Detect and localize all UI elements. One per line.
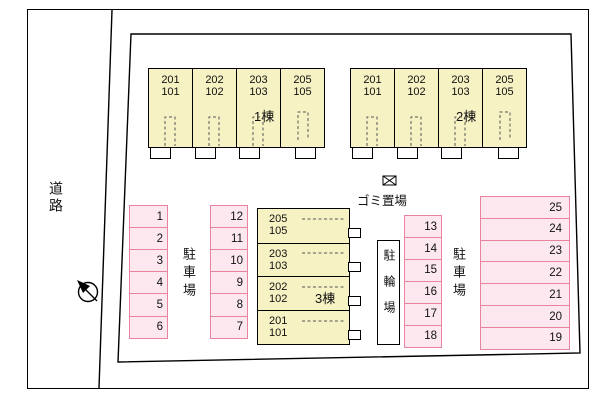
building-3-unit-1: 205 105 xyxy=(258,209,349,243)
unit-number-lower: 101 xyxy=(363,86,382,98)
bicycle-parking-label: 駐輪場 xyxy=(382,249,396,327)
unit-number-upper: 201 xyxy=(363,74,382,86)
building-1-entrance-step xyxy=(295,147,316,159)
building-1-unit-2: 202 102 xyxy=(192,69,236,147)
parking-column-3: 13 14 15 16 17 18 xyxy=(404,215,442,348)
unit-number-lower: 105 xyxy=(293,86,312,98)
building-3-unit-4: 201 101 xyxy=(258,309,349,344)
building-1: 201 101 202 102 203 103 205 105 xyxy=(148,68,325,148)
building-1-unit-4: 205 105 xyxy=(280,69,324,147)
building-3-unit-3: 202 102 xyxy=(258,276,349,310)
unit-number-lower: 102 xyxy=(407,86,426,98)
unit-number-upper: 201 xyxy=(269,314,288,327)
building-2-entrance-step xyxy=(397,147,418,159)
unit-number-upper: 205 xyxy=(495,74,514,86)
parking-space: 16 xyxy=(404,280,442,305)
parking-space: 5 xyxy=(129,293,168,317)
parking-lot-label-right: 駐車場 xyxy=(451,247,466,301)
building-2: 201 101 202 102 203 103 205 105 xyxy=(350,68,527,148)
unit-number-lower: 101 xyxy=(269,326,288,339)
parking-space: 20 xyxy=(480,304,570,329)
unit-number-lower: 103 xyxy=(249,86,268,98)
parking-column-1: 1 2 3 4 5 6 xyxy=(129,205,168,340)
building-3-entrance-step xyxy=(348,296,361,306)
parking-space: 6 xyxy=(129,315,168,340)
building-2-unit-4: 205 105 xyxy=(482,69,526,147)
building-3-label: 3棟 xyxy=(315,291,336,306)
building-3-entrance-step xyxy=(348,262,361,272)
building-3-entrance-step xyxy=(348,330,361,340)
unit-number-lower: 103 xyxy=(269,259,288,272)
parking-column-2: 12 11 10 9 8 7 xyxy=(210,205,248,340)
parking-lot-label-left: 駐車場 xyxy=(181,247,196,301)
unit-number-upper: 201 xyxy=(161,74,180,86)
building-3-unit-2: 203 103 xyxy=(258,242,349,277)
building-3: 205 105 203 103 202 102 201 101 xyxy=(257,208,350,345)
unit-number-upper: 203 xyxy=(451,74,470,86)
unit-number-lower: 102 xyxy=(205,86,224,98)
parking-space: 23 xyxy=(480,239,570,263)
parking-space: 17 xyxy=(404,302,442,326)
unit-number-lower: 102 xyxy=(269,293,288,306)
building-3-entrance-step xyxy=(348,228,361,238)
parking-space: 11 xyxy=(210,227,248,251)
building-1-unit-1: 201 101 xyxy=(149,69,192,147)
parking-space: 13 xyxy=(404,215,442,239)
unit-number-upper: 202 xyxy=(407,74,426,86)
parking-space: 1 xyxy=(129,205,168,229)
garbage-area-label: ゴミ置場 xyxy=(357,194,408,208)
unit-number-upper: 202 xyxy=(269,281,288,294)
unit-number-lower: 105 xyxy=(495,86,514,98)
drawing-border xyxy=(27,9,589,389)
parking-space: 14 xyxy=(404,236,442,261)
building-2-label: 2棟 xyxy=(456,109,477,124)
parking-space: 24 xyxy=(480,217,570,241)
parking-space: 4 xyxy=(129,271,168,295)
building-1-entrance-step xyxy=(150,147,171,159)
unit-number-upper: 205 xyxy=(269,213,288,225)
building-2-unit-2: 202 102 xyxy=(394,69,438,147)
building-2-entrance-step xyxy=(352,147,373,159)
parking-space: 3 xyxy=(129,249,168,273)
parking-space: 12 xyxy=(210,205,248,229)
parking-space: 10 xyxy=(210,249,248,273)
parking-column-4: 25 24 23 22 21 20 19 xyxy=(480,196,570,350)
parking-space: 15 xyxy=(404,258,442,283)
parking-space: 9 xyxy=(210,271,248,295)
parking-space: 21 xyxy=(480,283,570,307)
building-1-entrance-step xyxy=(195,147,216,159)
unit-number-lower: 103 xyxy=(451,86,470,98)
parking-space: 22 xyxy=(480,261,570,285)
parking-space: 2 xyxy=(129,227,168,251)
unit-number-upper: 202 xyxy=(205,74,224,86)
unit-number-upper: 205 xyxy=(293,74,312,86)
building-2-entrance-step xyxy=(441,147,462,159)
parking-space: 19 xyxy=(480,326,570,350)
parking-space: 8 xyxy=(210,293,248,317)
unit-number-upper: 203 xyxy=(249,74,268,86)
road-label: 道路 xyxy=(48,181,64,215)
unit-number-lower: 105 xyxy=(269,225,288,237)
unit-number-lower: 101 xyxy=(161,86,180,98)
parking-space: 25 xyxy=(480,196,570,220)
parking-space: 18 xyxy=(404,324,442,348)
building-2-unit-1: 201 101 xyxy=(351,69,394,147)
building-1-entrance-step xyxy=(239,147,260,159)
building-1-label: 1棟 xyxy=(254,109,275,124)
unit-number-upper: 203 xyxy=(269,247,288,260)
building-2-entrance-step xyxy=(498,147,519,159)
parking-space: 7 xyxy=(210,315,248,340)
